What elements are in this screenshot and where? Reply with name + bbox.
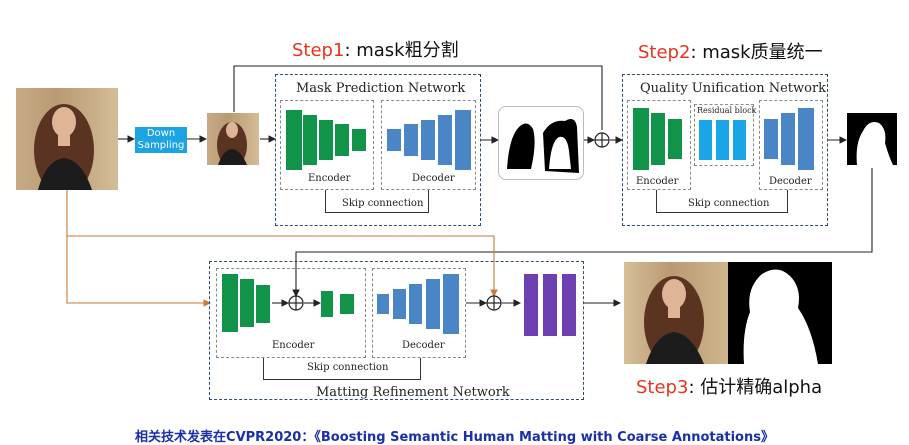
mpn-encoder-box bbox=[280, 100, 374, 190]
mpn-encoder-layer-1 bbox=[286, 110, 302, 170]
mrn-encoder-label: Encoder bbox=[272, 340, 315, 351]
mpn-decoder-layer-4 bbox=[438, 115, 452, 165]
step3-text: : 估计精确alpha bbox=[688, 377, 823, 398]
qun-encoder-layer-3 bbox=[668, 119, 682, 159]
qun-decoder-box bbox=[759, 100, 823, 190]
mask-prediction-network bbox=[275, 74, 481, 226]
step1-text: : mask粗分割 bbox=[344, 40, 459, 61]
down-sampling-line2: Sampling bbox=[137, 140, 185, 151]
bypass-line-top bbox=[233, 65, 603, 130]
quality-unification-network bbox=[622, 74, 828, 226]
feedback-line-upper bbox=[66, 190, 498, 298]
qun-encoder-label: Encoder bbox=[636, 176, 679, 187]
qun-residual-layer-2 bbox=[716, 120, 729, 160]
output-layer-2 bbox=[543, 274, 557, 336]
output-layer-3 bbox=[562, 274, 576, 336]
mrn-skip-connection bbox=[263, 358, 421, 380]
coarse-mask-image bbox=[507, 119, 579, 173]
matting-refinement-title: Matting Refinement Network bbox=[316, 385, 510, 400]
mrn-encoder-layer-3 bbox=[256, 285, 270, 323]
step2-prefix: Step2 bbox=[638, 42, 691, 63]
mpn-decoder-layer-3 bbox=[421, 120, 435, 160]
footer-citation: 相关技术发表在CVPR2020：《Boosting Semantic Human… bbox=[135, 430, 774, 445]
qun-residual-label: Residual block bbox=[697, 106, 757, 115]
qun-residual-box bbox=[694, 104, 754, 166]
qun-skip-label: Skip connection bbox=[688, 198, 770, 209]
mrn-decoder-layer-5 bbox=[443, 274, 459, 334]
feedback-line-lower bbox=[66, 236, 212, 307]
step1-prefix: Step1 bbox=[292, 40, 345, 61]
mpn-decoder-layer-2 bbox=[404, 124, 418, 156]
qun-residual-layer-1 bbox=[699, 120, 712, 160]
downsampled-photo bbox=[207, 113, 259, 165]
mrn-decoder-layer-2 bbox=[393, 289, 406, 319]
mrn-decoder-layer-3 bbox=[409, 284, 422, 324]
mrn-encoder-box bbox=[216, 268, 366, 358]
unified-mask-image bbox=[856, 122, 893, 165]
down-sampling-line1: Down bbox=[146, 128, 176, 139]
mpn-decoder-label: Decoder bbox=[412, 173, 455, 184]
input-photo bbox=[16, 88, 118, 190]
qun-encoder-layer-1 bbox=[633, 108, 649, 170]
coarse-masks-panel bbox=[498, 106, 584, 180]
mrn-decoder-label: Decoder bbox=[402, 340, 445, 351]
mrn-encoder-layer-1 bbox=[222, 274, 238, 332]
mrn-decoder-layer-4 bbox=[426, 279, 440, 329]
alpha-matte bbox=[728, 262, 832, 364]
alpha-matte-image bbox=[743, 269, 818, 364]
mrn-encoder-layer-5 bbox=[340, 294, 354, 314]
qun-residual-layer-3 bbox=[733, 120, 746, 160]
mpn-skip-connection bbox=[325, 190, 429, 213]
mrn-skip-label: Skip connection bbox=[307, 362, 389, 373]
qun-decoder-layer-2 bbox=[781, 113, 795, 165]
qun-encoder-layer-2 bbox=[651, 113, 665, 165]
down-sampling-block: Down Sampling bbox=[135, 127, 187, 153]
mrn-encoder-layer-2 bbox=[240, 279, 254, 327]
step1-label: Step1: mask粗分割 bbox=[292, 36, 459, 62]
step3-label: Step3: 估计精确alpha bbox=[636, 373, 822, 399]
mpn-encoder-layer-4 bbox=[335, 124, 349, 156]
mpn-encoder-layer-5 bbox=[352, 129, 366, 151]
mpn-decoder-layer-5 bbox=[455, 110, 471, 170]
matting-refinement-network bbox=[209, 261, 584, 400]
mrn-decoder-layer-1 bbox=[377, 294, 389, 314]
output-layer-1 bbox=[524, 274, 538, 336]
portrait-image bbox=[34, 104, 94, 190]
qun-decoder-layer-3 bbox=[798, 108, 814, 170]
mpn-encoder-layer-2 bbox=[303, 115, 317, 165]
mrn-decoder-box bbox=[372, 268, 466, 358]
quality-unification-title: Quality Unification Network bbox=[640, 81, 827, 96]
mpn-encoder-layer-3 bbox=[319, 120, 333, 160]
step2-text: : mask质量统一 bbox=[690, 42, 823, 63]
result-portrait-image bbox=[644, 276, 704, 364]
qun-encoder-box bbox=[627, 100, 691, 190]
unified-mask bbox=[847, 113, 897, 165]
mpn-encoder-label: Encoder bbox=[308, 173, 351, 184]
qun-decoder-label: Decoder bbox=[769, 176, 812, 187]
mpn-decoder-layer-1 bbox=[387, 129, 401, 151]
result-photo bbox=[624, 262, 728, 364]
mpn-decoder-box bbox=[381, 100, 476, 190]
step2-label: Step2: mask质量统一 bbox=[638, 38, 823, 64]
arrow-mask-refine bbox=[292, 168, 873, 298]
mpn-skip-label: Skip connection bbox=[342, 198, 424, 209]
small-portrait-image bbox=[217, 122, 247, 165]
mask-prediction-title: Mask Prediction Network bbox=[296, 81, 466, 96]
qun-decoder-layer-1 bbox=[764, 119, 778, 159]
step3-prefix: Step3 bbox=[636, 377, 689, 398]
mrn-encoder-layer-4 bbox=[321, 291, 333, 317]
qun-skip-connection bbox=[656, 190, 788, 213]
